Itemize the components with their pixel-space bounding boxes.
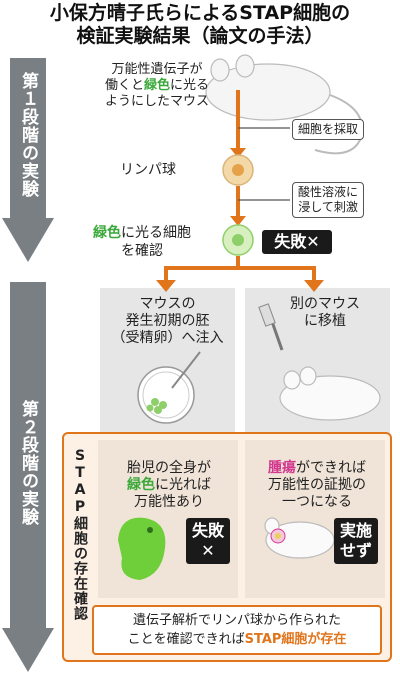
title-line-1: 小保方晴子氏らによるSTAP細胞の xyxy=(49,2,351,24)
embryo-line3: （受精卵）へ注入 xyxy=(111,330,224,346)
fetus-badge-line2: ✕ xyxy=(201,541,215,560)
embryo-line1: マウスの xyxy=(139,296,196,312)
tumor-badge-line1: 実施 xyxy=(339,521,372,540)
diagram-title: 小保方晴子氏らによるSTAP細胞の 検証実験結果（論文の手法） xyxy=(0,2,400,48)
tumor-line1: 腫瘍ができれば xyxy=(247,460,387,477)
acid-stimulus-callout: 酸性溶液に 浸して刺激 xyxy=(292,182,365,218)
result-line2-pre: ことを確認できれば xyxy=(127,632,245,647)
fetus-green: 緑色 xyxy=(127,477,155,493)
fetus-line3: 万能性あり xyxy=(134,494,204,510)
mouse-desc-line2-post: に光る xyxy=(170,78,210,93)
mouse-desc-line3: ようにしたマウス xyxy=(104,94,209,109)
tumor-not-conducted-badge: 実施 せず xyxy=(334,518,378,564)
glow-line2: を確認 xyxy=(121,243,163,259)
glow-post: に光る細胞 xyxy=(121,225,191,241)
glow-green: 緑色 xyxy=(93,225,121,241)
stage2-label: 第２段階の実験 xyxy=(18,400,38,526)
title-line-2: 検証実験結果（論文の手法） xyxy=(76,25,324,47)
result-line1: 遺伝子解析でリンパ球から作られた xyxy=(132,613,341,628)
tumor-line3: 一つになる xyxy=(282,494,352,510)
mouse-desc-line1: 万能性遺伝子が xyxy=(111,62,203,77)
transplant-mouse-illustration xyxy=(258,303,381,421)
fetus-line2-post: に光れば xyxy=(155,477,211,493)
tumor-condition-text: 腫瘍ができれば 万能性の証拠の 一つになる xyxy=(247,460,387,511)
branch-arrows xyxy=(156,256,324,292)
stage1-arrow xyxy=(2,58,54,262)
green-cell xyxy=(222,224,254,256)
acid-line1: 酸性溶液に xyxy=(298,185,359,199)
fetus-fail-badge: 失敗 ✕ xyxy=(186,518,230,564)
result-line2: ことを確認できればSTAP細胞が存在 xyxy=(94,630,380,649)
stage2-arrow xyxy=(2,282,54,672)
green-fetus-illustration xyxy=(118,517,166,580)
stage1-label: 第１段階の実験 xyxy=(18,72,38,198)
fetus-condition-text: 胎児の全身が 緑色に光れば 万能性あり xyxy=(104,460,234,511)
transplant-text: 別のマウス に移植 xyxy=(270,296,380,330)
confirm-section-label: STAP細胞の存在確認 xyxy=(72,448,88,621)
embryo-injection-illustration xyxy=(137,351,201,424)
glow-line1: 緑色に光る細胞 xyxy=(62,224,222,242)
acid-line2: 浸して刺激 xyxy=(298,200,358,214)
fetus-line1: 胎児の全身が xyxy=(127,460,211,476)
tumor-badge-line2: せず xyxy=(339,541,372,560)
mouse-desc-green: 緑色 xyxy=(143,78,170,93)
embryo-line2: 発生初期の胚 xyxy=(125,313,210,329)
stage1-fail-badge: 失敗✕ xyxy=(262,230,332,254)
embryo-injection-text: マウスの 発生初期の胚 （受精卵）へ注入 xyxy=(100,296,235,347)
lymphocyte-label: リンパ球 xyxy=(120,162,176,178)
mouse-desc-line2-pre: 働くと xyxy=(104,78,144,93)
tumor-pink: 腫瘍 xyxy=(268,460,296,476)
tumor-mouse-illustration xyxy=(264,517,335,559)
collect-cells-callout: 細胞を採取 xyxy=(292,119,365,140)
mouse-desc-line2: 働くと緑色に光る xyxy=(92,78,222,94)
fetus-badge-line1: 失敗 xyxy=(191,521,224,540)
transplant-line2: に移植 xyxy=(304,313,346,329)
transplant-line1: 別のマウス xyxy=(290,296,360,312)
fetus-line2: 緑色に光れば xyxy=(104,477,234,494)
mouse-description: 万能性遺伝子が 働くと緑色に光る ようにしたマウス xyxy=(92,62,222,110)
tumor-line1-post: ができれば xyxy=(296,460,366,476)
glow-confirm-label: 緑色に光る細胞 を確認 xyxy=(62,224,222,260)
tumor-line2: 万能性の証拠の xyxy=(268,477,366,493)
result-conclusion-box: 遺伝子解析でリンパ球から作られた ことを確認できればSTAP細胞が存在 xyxy=(92,605,382,655)
lymphocyte-cell xyxy=(222,154,254,186)
result-line2-orange: STAP細胞が存在 xyxy=(244,632,347,647)
